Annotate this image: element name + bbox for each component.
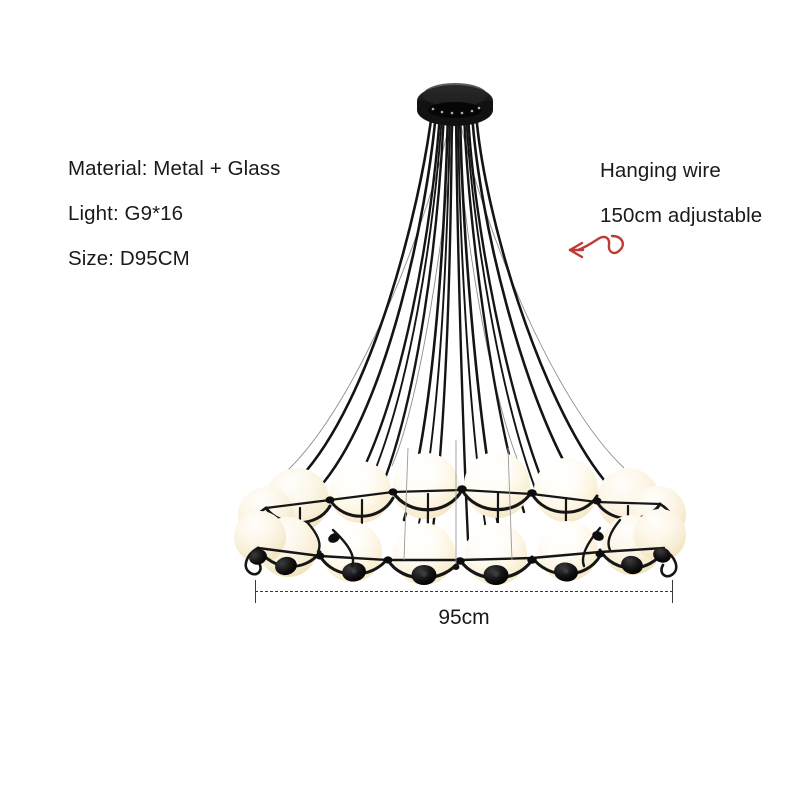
globe-row-front (234, 509, 686, 585)
dimension-line (255, 580, 673, 606)
dimension-label: 95cm (438, 606, 490, 629)
hanging-wire-text-block: Hanging wire 150cm adjustable (600, 148, 762, 238)
dimension-rule (255, 591, 673, 592)
hanging-wire-value: 150cm adjustable (600, 204, 763, 227)
dimension-cap-right (671, 580, 673, 603)
curly-arrow-left-icon (568, 234, 624, 259)
spec-material-line: Material: Metal + Glass (68, 157, 281, 180)
spec-light-line: Light: G9*16 (68, 202, 184, 225)
spec-size-line: Size: D95CM (68, 247, 190, 270)
hanging-wire-title: Hanging wire (600, 159, 721, 182)
dimension-cap-left (255, 580, 256, 603)
ceiling-canopy (417, 83, 493, 126)
socket-caps (249, 547, 671, 585)
spec-text-block: Material: Metal + Glass Light: G9*16 Siz… (68, 146, 281, 281)
